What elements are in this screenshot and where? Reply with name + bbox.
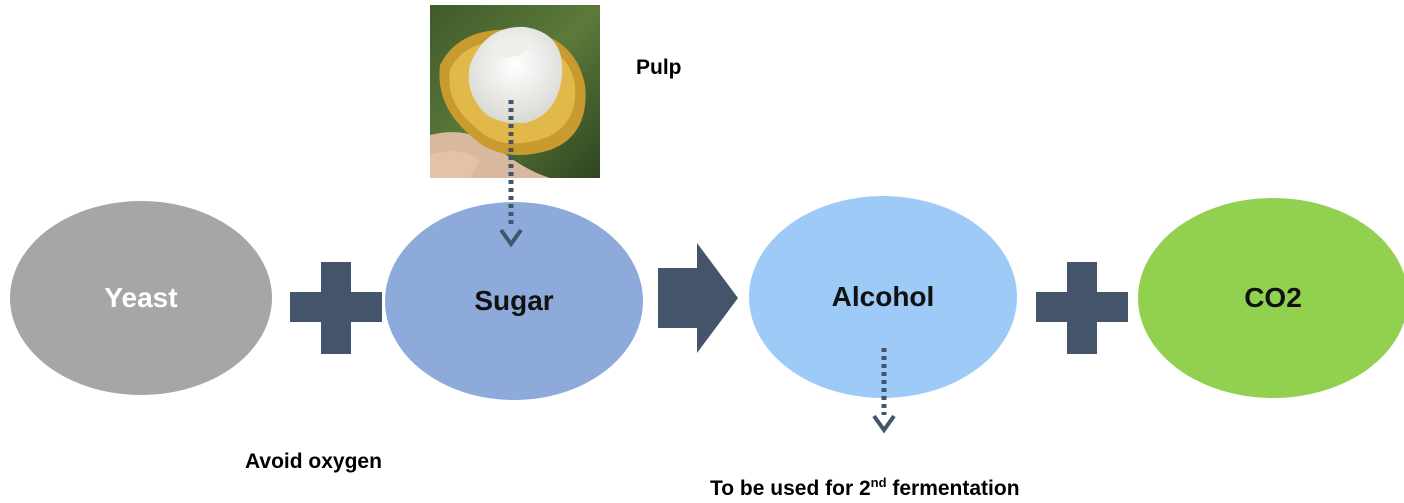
dotted-down-arrow-icon [872, 348, 896, 434]
plus-icon [290, 262, 382, 354]
sugar-label: Sugar [474, 285, 554, 316]
co2-label: CO2 [1244, 282, 1302, 313]
right-arrow-icon [658, 243, 738, 353]
yeast-label: Yeast [104, 282, 178, 313]
pulp-label: Pulp [636, 56, 682, 79]
cocoa-pod-photo [430, 5, 600, 178]
alcohol-label: Alcohol [831, 281, 935, 312]
sugar-node: Sugar [385, 202, 643, 400]
co2-node: CO2 [1138, 198, 1404, 398]
second-fermentation-label: To be used for 2nd fermentation [710, 475, 1020, 500]
alcohol-node: Alcohol [749, 196, 1017, 398]
avoid-oxygen-label: Avoid oxygen [245, 450, 382, 473]
dotted-down-arrow-icon [499, 100, 523, 248]
yeast-node: Yeast [10, 201, 272, 395]
plus-icon [1036, 262, 1128, 354]
